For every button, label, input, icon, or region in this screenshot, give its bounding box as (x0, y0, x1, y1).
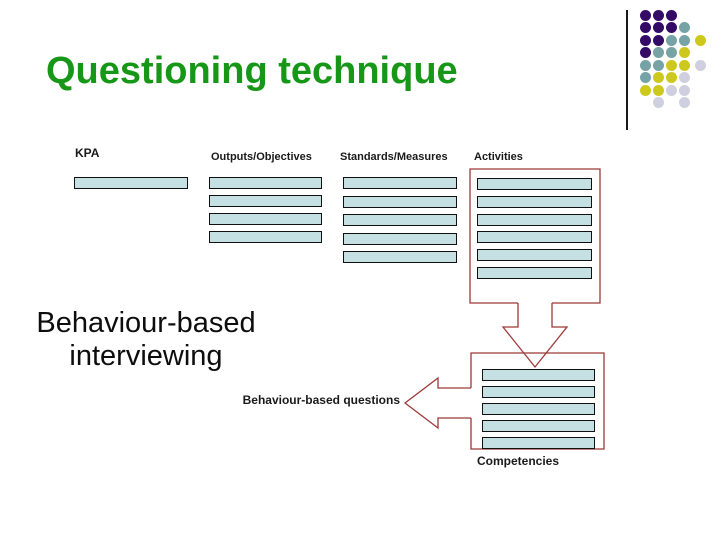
behaviour-interviewing-label: Behaviour-based interviewing (33, 307, 259, 373)
decorative-dot (679, 22, 690, 33)
decorative-dot (679, 72, 690, 83)
decorative-dot (679, 34, 690, 46)
decorative-dot (640, 72, 651, 83)
competencies-label: Competencies (477, 454, 560, 468)
text-placeholder-bar-standards (343, 177, 457, 189)
decorative-dot (653, 84, 664, 96)
text-placeholder-bar-kpa (74, 177, 188, 189)
text-placeholder-bar-competencies (482, 403, 595, 415)
behaviour-interviewing-line2: interviewing (69, 340, 223, 372)
competencies-box-outline (470, 352, 605, 450)
text-placeholder-bar-standards (343, 196, 457, 208)
text-placeholder-bar-competencies (482, 420, 595, 432)
text-placeholder-bar-activities (477, 214, 592, 226)
text-placeholder-bar-outputs (209, 177, 322, 189)
text-placeholder-bar-outputs (209, 213, 322, 225)
decorative-dot (679, 84, 690, 96)
column-header-standards-measures: Standards/Measures (340, 151, 448, 163)
text-placeholder-bar-standards (343, 251, 457, 263)
text-placeholder-bar-outputs (209, 195, 322, 207)
text-placeholder-bar-competencies (482, 369, 595, 381)
text-placeholder-bar-competencies (482, 386, 595, 398)
column-header-activities: Activities (474, 151, 523, 163)
text-placeholder-bar-standards (343, 214, 457, 226)
decorative-dot (695, 34, 706, 46)
divider-line (626, 10, 628, 130)
decorative-dot (666, 34, 677, 46)
decorative-dot (640, 9, 651, 21)
decorative-dot (640, 84, 651, 96)
slide-title: Questioning technique (46, 50, 458, 92)
text-placeholder-bar-standards (343, 233, 457, 245)
text-placeholder-bar-activities (477, 267, 592, 279)
decorative-dot (666, 22, 677, 33)
decorative-dot (640, 22, 651, 33)
decorative-dot (679, 59, 690, 71)
decorative-dot (666, 47, 677, 58)
decorative-dot (653, 59, 664, 71)
decorative-dot (640, 34, 651, 46)
behaviour-questions-label: Behaviour-based questions (242, 393, 400, 407)
decorative-dot (653, 47, 664, 58)
decorative-dot (695, 59, 706, 71)
left-arrow-outline (403, 376, 471, 430)
decorative-dot (679, 47, 690, 58)
text-placeholder-bar-activities (477, 231, 592, 243)
column-header-kpa: KPA (75, 146, 100, 160)
down-arrow-outline (501, 303, 569, 369)
decorative-dot (653, 97, 664, 108)
decorative-dot (666, 9, 677, 21)
decorative-dot (653, 72, 664, 83)
text-placeholder-bar-activities (477, 196, 592, 208)
column-header-outputs-objectives: Outputs/Objectives (211, 151, 312, 163)
decorative-dot (679, 97, 690, 108)
text-placeholder-bar-activities (477, 249, 592, 261)
text-placeholder-bar-outputs (209, 231, 322, 243)
decorative-dot (653, 9, 664, 21)
decorative-dot (640, 47, 651, 58)
decorative-dot (640, 59, 651, 71)
decorative-dot (653, 34, 664, 46)
decorative-dot (653, 22, 664, 33)
text-placeholder-bar-competencies (482, 437, 595, 449)
text-placeholder-bar-activities (477, 178, 592, 190)
activities-box-outline (469, 168, 601, 304)
behaviour-interviewing-line1: Behaviour-based (36, 307, 256, 339)
decorative-dot (666, 59, 677, 71)
decorative-dot (666, 84, 677, 96)
decorative-dot (666, 72, 677, 83)
